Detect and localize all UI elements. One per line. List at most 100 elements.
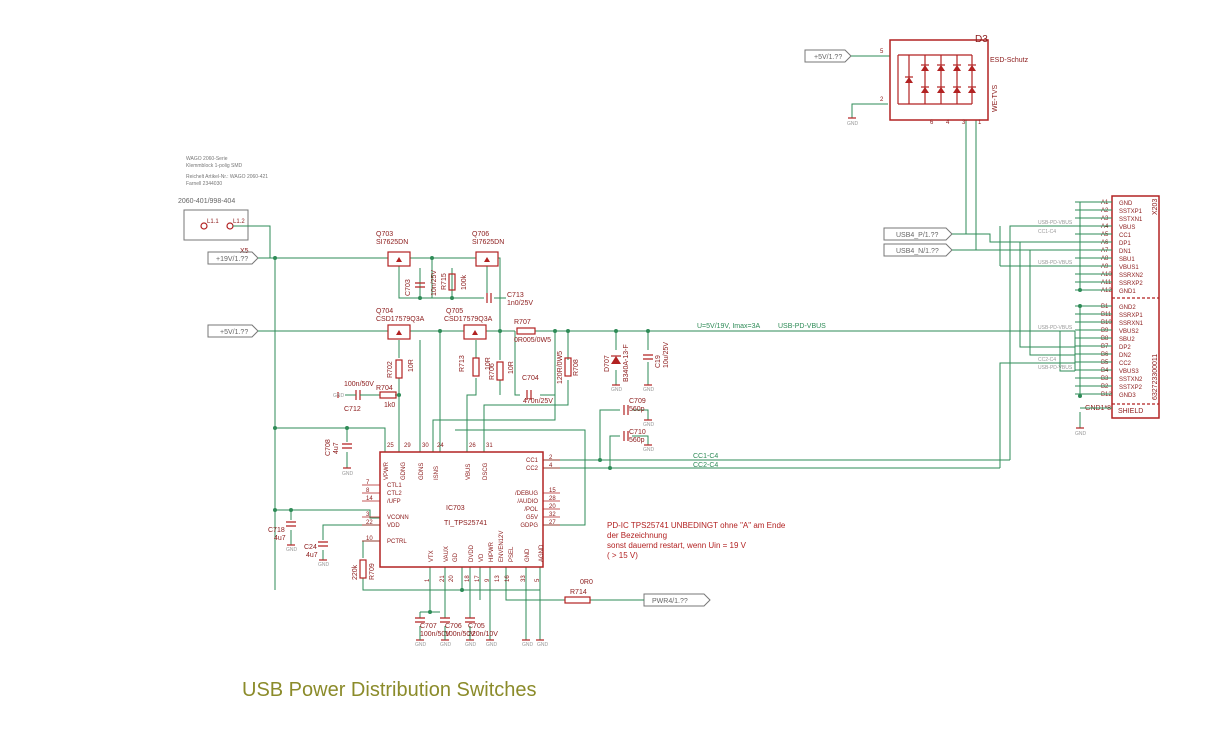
gnd-icon: GND <box>536 639 549 648</box>
r706-resistor: R706 10R <box>489 361 515 381</box>
port-19v[interactable]: +19V/1.?? <box>207 251 259 265</box>
gnd-icon: GND <box>333 392 345 399</box>
c703-val: 10n/25V <box>431 270 438 296</box>
ic703-ref: IC703 <box>446 505 465 512</box>
c710-ref: C710 <box>629 429 646 436</box>
c704-val: 470n/25V <box>523 398 553 405</box>
ic-bottom-pin-name: DVDD <box>469 544 475 562</box>
conn-pin-b-num: B8 <box>1101 336 1109 342</box>
r713-val: 10R <box>485 357 492 370</box>
ic-bottom-pin-name: VTX <box>429 550 435 562</box>
ic-left-pin-num: 7 <box>366 480 370 486</box>
c712-ref: C712 <box>344 406 361 413</box>
d3-ref: D3 <box>975 34 988 45</box>
c704-capacitor: C704 470n/25V <box>522 375 553 405</box>
r714-ref: R714 <box>570 589 587 596</box>
port-5v[interactable]: +5V/1.?? <box>207 324 259 338</box>
ic-bottom-pin-num: 5 <box>535 578 541 582</box>
c707-capacitor: C707 100n/50V <box>415 617 450 638</box>
c705-val: 220n/10V <box>468 631 498 638</box>
port-pwr4[interactable]: PWR4/1.?? <box>643 593 711 607</box>
conn-pin-a-num: A1 <box>1101 200 1109 206</box>
wago-pin-1-icon <box>200 222 208 230</box>
ic-right-pin-name: /DEBUG <box>515 491 538 497</box>
ic-bottom-pin-num: 33 <box>521 575 527 582</box>
ic-left-pin-num: 3 <box>366 512 370 518</box>
gnd-icon: GND <box>522 639 534 648</box>
r708-val: 120R/0W5 <box>557 351 564 384</box>
c703-capacitor: C703 10n/25V <box>405 270 438 296</box>
svg-text:GND: GND <box>318 562 330 568</box>
c712-capacitor: 100n/50V C712 <box>344 381 374 413</box>
conn-pin-b-name: CC2 <box>1119 361 1132 367</box>
conn-pin-a-num: A5 <box>1101 232 1109 238</box>
conn-pin-a-name: SSTXN1 <box>1119 217 1143 223</box>
svg-text:GND: GND <box>465 642 477 648</box>
gnd-icon: GND <box>342 467 354 477</box>
port-usb4-n[interactable]: USB4_N/1.?? <box>883 243 953 257</box>
conn-pin-a-num: A9 <box>1101 264 1109 270</box>
conn-pin-a-name: VBUS1 <box>1119 265 1139 271</box>
ic-right-pin-num: 20 <box>549 504 556 510</box>
ic-bottom-pin-name: VD <box>479 553 485 562</box>
conn-pin-a-name: CC1 <box>1119 233 1132 239</box>
gnd-icon: GND <box>486 639 498 648</box>
ic-bottom-pin-num: 18 <box>465 575 471 582</box>
ic-left-pin-name: PCTRL <box>387 539 407 545</box>
ic-top-pin-name: VBUS <box>466 464 472 480</box>
conn-pin-b-num: B6 <box>1101 352 1109 358</box>
port-usb4-n-label: USB4_N/1.?? <box>896 248 939 255</box>
conn-pin-a-name: DP1 <box>1119 241 1131 247</box>
vbus-small-label-4: USB-PD-VBUS <box>1038 365 1073 371</box>
port-5v-top[interactable]: +5V/1.?? <box>804 49 852 63</box>
c709-ref: C709 <box>629 398 646 405</box>
conn-pin-b-num: B9 <box>1101 328 1109 334</box>
wires <box>258 55 1081 640</box>
port-usb4-p[interactable]: USB4_P/1.?? <box>883 227 953 241</box>
r714-val: 0R0 <box>580 579 593 586</box>
usb-pd-vbus-label: USB-PD-VBUS <box>778 323 826 330</box>
c707-ref: C707 <box>420 623 437 630</box>
svg-text:GND: GND <box>643 387 655 393</box>
conn-pin-b-num: B5 <box>1101 360 1109 366</box>
ic-right-pin-num: 4 <box>549 463 553 469</box>
svg-text:GND: GND <box>333 393 345 399</box>
r702-ref: R702 <box>387 361 394 378</box>
ic-right-pin-name: CC1 <box>526 458 539 464</box>
r708-resistor: 120R/0W5 R708 <box>557 351 580 384</box>
wago-info-1: WAGO 2060-Serie <box>186 156 228 162</box>
conn-pin-b-num: B1 <box>1101 304 1109 310</box>
gnd-icon: GND <box>611 384 623 393</box>
port-usb4-p-label: USB4_P/1.?? <box>896 232 939 239</box>
svg-text:GND: GND <box>486 642 498 648</box>
d3-pin-num: 5 <box>880 49 884 55</box>
ic-top-pin-num: 24 <box>437 443 444 449</box>
ic-right-pin-name: GDPG <box>520 523 538 529</box>
ic-right-pin-name: CC2 <box>526 466 539 472</box>
ic-left-pin-name: VDD <box>387 523 400 529</box>
ic-right-pin-num: 2 <box>549 455 553 461</box>
ic-top-pin-name: GDNS <box>419 463 425 480</box>
ic-right-pin-name: /POL <box>524 507 538 513</box>
conn-pin-a-name: SSRXP2 <box>1119 281 1143 287</box>
svg-text:GND: GND <box>643 422 655 428</box>
conn-pin-b-num: B7 <box>1101 344 1109 350</box>
wago-symbol <box>183 209 249 241</box>
svg-text:GND: GND <box>415 642 427 648</box>
gnd-icon: GND <box>847 117 859 127</box>
d3-pin-num: 3 <box>962 120 966 126</box>
wago-pin-1-label: L1.1 <box>207 219 219 225</box>
ic-bottom-pin-name: VAUX <box>444 546 450 562</box>
ic-top-pin-num: 25 <box>387 443 394 449</box>
wago-terminal-block: WAGO 2060-Serie Klemmblock 1-polig SMD R… <box>178 156 271 258</box>
c19-capacitor: C19 10u/25V <box>643 342 670 368</box>
q706-mosfet: Q706 SI7625DN <box>472 231 504 267</box>
conn-pin-b-num: B12 <box>1101 392 1112 398</box>
ic-left-pin-num: 14 <box>366 496 373 502</box>
gnd-icon: GND <box>1075 427 1087 437</box>
conn-pin-b-name: DN2 <box>1119 353 1132 359</box>
design-note: PD-IC TPS25741 UNBEDINGT ohne "A" am End… <box>607 521 786 560</box>
c24-capacitor: C24 4u7 <box>304 541 328 559</box>
conn-pin-b-name: GND3 <box>1119 393 1136 399</box>
